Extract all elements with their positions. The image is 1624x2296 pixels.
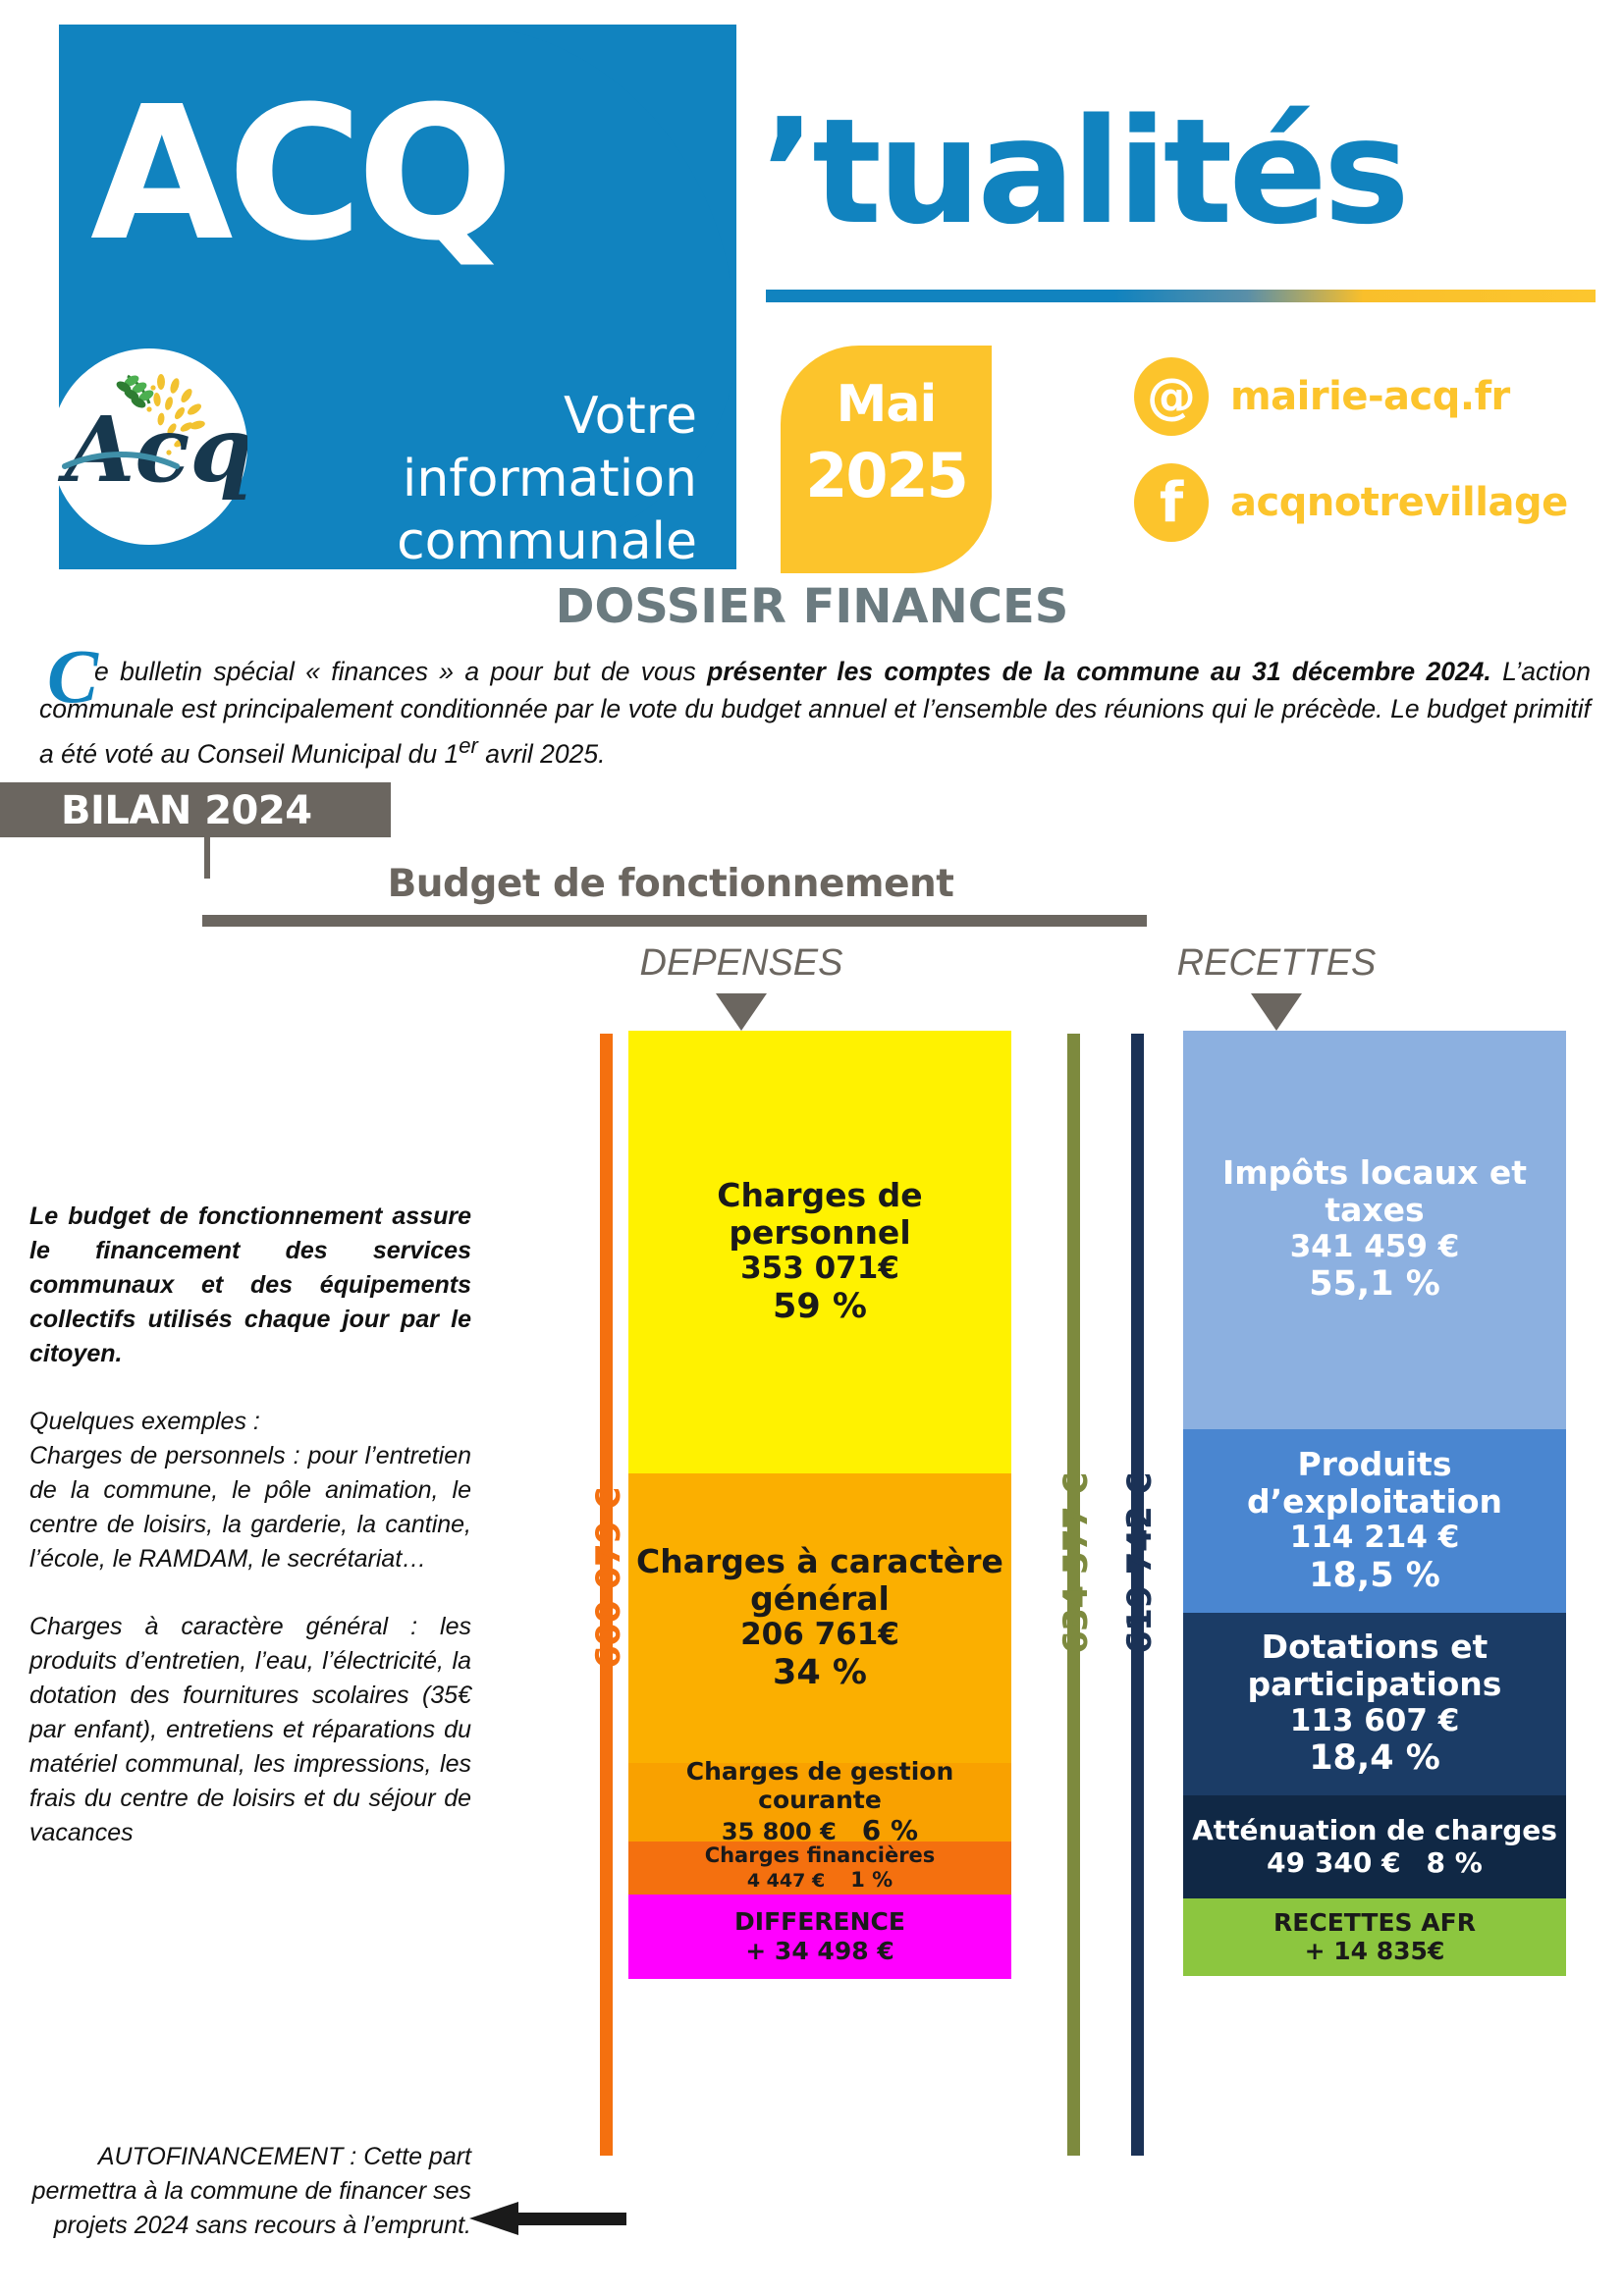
chart-header-depenses: DEPENSES — [639, 942, 843, 984]
depenses-segment-label: Charges de gestion courante — [685, 1757, 954, 1814]
depenses-segment-label: Charges de personnel — [717, 1175, 923, 1252]
recettes-segment-percent: 8 % — [1426, 1845, 1483, 1879]
chart-header-recettes: RECETTES — [1176, 942, 1377, 984]
recettes-segment-label: RECETTES AFR — [1273, 1907, 1476, 1937]
depenses-segment-amount: 353 071€ — [740, 1251, 899, 1287]
depenses-segment-amount: + 34 498 € — [745, 1936, 894, 1965]
recettes-segment-percent: 55,1 % — [1309, 1264, 1440, 1305]
sidebar-examples-lead: Quelques exemples : — [29, 1408, 260, 1435]
logo-disc — [51, 348, 247, 545]
total-label-depenses: 600 079 € — [589, 1487, 628, 1669]
depenses-segment-label: Charges à caractère général — [636, 1541, 1003, 1618]
banner-bilan: BILAN 2024 — [0, 782, 391, 837]
depenses-segment-label: Charges financières — [704, 1843, 936, 1868]
tagline: Votre information communale — [253, 385, 697, 573]
recettes-segment-amount: 341 459 € — [1289, 1228, 1460, 1264]
autofinancement-arrow-icon — [469, 2202, 626, 2235]
autofinancement-note: AUTOFINANCEMENT : Cette part permettra à… — [29, 2140, 471, 2243]
recettes-segment-label: Atténuation de charges — [1192, 1814, 1557, 1847]
website-text: mairie-acq.fr — [1230, 374, 1510, 419]
intro-text-bold: présenter les comptes de la commune au 3… — [707, 657, 1491, 686]
at-icon: @ — [1134, 357, 1209, 436]
contact-facebook[interactable]: f acqnotrevillage — [1134, 457, 1596, 548]
depenses-segment: DIFFERENCE+ 34 498 € — [628, 1895, 1011, 1979]
depenses-segment-percent: 1 % — [850, 1867, 893, 1892]
depenses-segment-percent: 6 % — [861, 1814, 919, 1846]
autofinancement-text: Cette part permettra à la commune de fin… — [31, 2143, 471, 2239]
facebook-text: acqnotrevillage — [1230, 480, 1568, 525]
recettes-segment-percent: 18,5 % — [1309, 1555, 1440, 1595]
banner-connector — [204, 837, 210, 879]
sidebar-paragraph-2: Quelques exemples : Charges de personnel… — [29, 1405, 471, 1576]
depenses-segment-amount: 35 800 € — [721, 1818, 837, 1845]
banner-budget-rule — [202, 915, 1147, 927]
recettes-segment: RECETTES AFR+ 14 835€ — [1183, 1898, 1566, 1976]
contact-block: @ mairie-acq.fr f acqnotrevillage — [1134, 351, 1596, 563]
tagline-line-2: communale — [397, 512, 697, 571]
brand-tualites: ’tualités — [761, 87, 1410, 256]
sidebar-text: Le budget de fonctionnement assure le fi… — [29, 1200, 471, 1850]
chart-arrow-depenses-icon — [716, 993, 767, 1031]
recettes-segment-amount: 113 607 € — [1289, 1702, 1460, 1738]
intro-text-1: e bulletin spécial « finances » a pour b… — [94, 657, 708, 686]
total-label-recettes-navy: 619 742 € — [1120, 1472, 1160, 1654]
depenses-segment-amount: 4 447 € — [746, 1869, 826, 1892]
issue-year: 2025 — [805, 440, 969, 511]
depenses-segment-amount: 206 761€ — [740, 1617, 899, 1653]
intro-paragraph: e bulletin spécial « finances » a pour b… — [39, 653, 1591, 773]
issue-date-badge: Mai 2025 — [781, 346, 992, 573]
contact-website[interactable]: @ mairie-acq.fr — [1134, 351, 1596, 442]
autofinancement-label: AUTOFINANCEMENT : — [97, 2143, 357, 2170]
tagline-line-1: Votre information — [402, 387, 697, 508]
recettes-segment-percent: 18,4 % — [1309, 1738, 1440, 1779]
recettes-segment-amount: 114 214 € — [1289, 1520, 1460, 1556]
chart-arrow-recettes-icon — [1251, 993, 1302, 1031]
masthead-gradient-rule — [766, 290, 1596, 302]
recettes-segment-amount: + 14 835€ — [1304, 1937, 1445, 1965]
depenses-segment-percent: 59 % — [773, 1286, 867, 1326]
acq-logo-icon: Acq — [57, 374, 247, 503]
sidebar-paragraph-1: Le budget de fonctionnement assure le fi… — [29, 1202, 471, 1367]
intro-text-2: L’action communale est principalement co… — [39, 657, 1591, 769]
intro-text-3: avril 2025. — [477, 738, 606, 769]
intro-sup: er — [459, 733, 478, 758]
axis-rule-recettes — [1131, 1034, 1144, 2156]
depenses-segment: Charges de gestion courante 35 800 € 6 % — [628, 1757, 1011, 1846]
recettes-segment-label: Dotations et participations — [1247, 1628, 1502, 1704]
axis-rule-depenses — [600, 1034, 613, 2156]
sidebar-examples-body: Charges de personnels : pour l’entretien… — [29, 1442, 471, 1573]
recettes-segment-amount: 49 340 € — [1267, 1845, 1401, 1879]
brand-acq: ACQ — [90, 67, 514, 282]
recettes-segment-label: Produits d’exploitation — [1246, 1444, 1503, 1521]
sidebar-paragraph-3: Charges à caractère général : les produi… — [29, 1613, 471, 1846]
dossier-title: DOSSIER FINANCES — [555, 579, 1069, 634]
depenses-segment-percent: 34 % — [773, 1652, 867, 1692]
facebook-icon: f — [1134, 463, 1209, 542]
intro-dropcap: C — [47, 633, 99, 719]
svg-text:Acq: Acq — [57, 397, 247, 503]
axis-rule-recettes-total — [1067, 1034, 1080, 2156]
issue-month: Mai — [836, 375, 938, 434]
recettes-segment-label: Impôts locaux et taxes — [1221, 1153, 1528, 1230]
total-label-recettes-olive: 634 577 € — [1056, 1472, 1096, 1654]
banner-bilan-label: BILAN 2024 — [61, 788, 312, 833]
depenses-segment-label: DIFFERENCE — [734, 1907, 905, 1936]
banner-budget-label: Budget de fonctionnement — [387, 862, 954, 906]
